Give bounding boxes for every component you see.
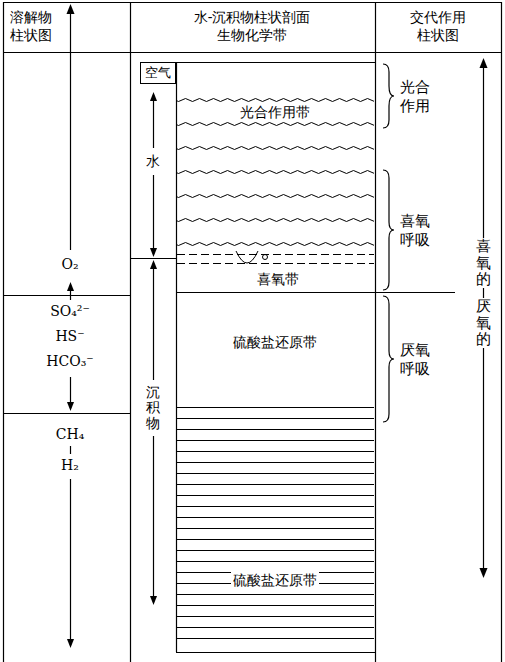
process-label: 厌氧 呼吸 bbox=[398, 341, 437, 379]
zone-band: 硫酸盐还原带 bbox=[176, 292, 375, 395]
zone-label: 空气 bbox=[145, 65, 171, 81]
zone-band: 喜氧带 bbox=[176, 245, 375, 292]
zone-band: 光合作用带 bbox=[176, 95, 375, 245]
process-braces bbox=[383, 64, 394, 422]
air-box: 空气 bbox=[140, 62, 176, 84]
process-label: 光合 作用 bbox=[398, 78, 437, 116]
zone-label: 硫酸盐还原带 bbox=[231, 334, 319, 352]
column-heading: 交代作用 柱状图 bbox=[406, 8, 470, 44]
species-label: O₂ bbox=[59, 256, 80, 274]
species-label: HS⁻ bbox=[53, 328, 86, 346]
species-label: H₂ bbox=[59, 457, 81, 475]
zone-label: 喜氧带 bbox=[255, 271, 301, 289]
aerobic-dashes bbox=[177, 251, 374, 264]
column-heading: 水-沉积物柱状剖面 生物化学带 bbox=[187, 8, 317, 44]
process-label: 喜氧 呼吸 bbox=[398, 212, 437, 250]
zone-band: 硫酸盐还原带 bbox=[176, 395, 375, 652]
zone-label: 硫酸盐还原带 bbox=[231, 572, 319, 590]
frame-lines bbox=[3, 2, 502, 662]
axis-label: 水 bbox=[144, 153, 162, 171]
column-panel: 溶解物 柱状图 O₂ SO₄²⁻ HS⁻ HCO₃⁻ CH₄ H₂ bbox=[3, 2, 130, 660]
water-waves bbox=[177, 96, 374, 248]
column-panel: 水-沉积物柱状剖面 生物化学带空气光合作用带喜氧带硫酸盐还原带硫酸盐还原带 bbox=[130, 2, 375, 660]
species-label: CH₄ bbox=[54, 426, 87, 444]
zone-label: 光合作用带 bbox=[238, 104, 312, 122]
condition-label: 喜氧的 bbox=[474, 238, 493, 288]
column-heading: 溶解物 柱状图 bbox=[8, 8, 58, 44]
species-label: HCO₃⁻ bbox=[44, 353, 95, 371]
axis-label: 沉积物 bbox=[144, 385, 162, 431]
condition-label: 厌氧的 bbox=[474, 298, 493, 348]
dissolved-band: O₂ bbox=[3, 52, 130, 295]
species-label: SO₄²⁻ bbox=[48, 303, 92, 321]
arrow-heads bbox=[67, 4, 488, 648]
dissolved-band: CH₄ H₂ bbox=[3, 413, 130, 660]
profile-column bbox=[176, 62, 455, 653]
dissolved-arrows bbox=[70, 12, 71, 640]
dissolved-band: SO₄²⁻ HS⁻ HCO₃⁻ bbox=[3, 295, 130, 413]
sediment-strata bbox=[177, 400, 374, 648]
